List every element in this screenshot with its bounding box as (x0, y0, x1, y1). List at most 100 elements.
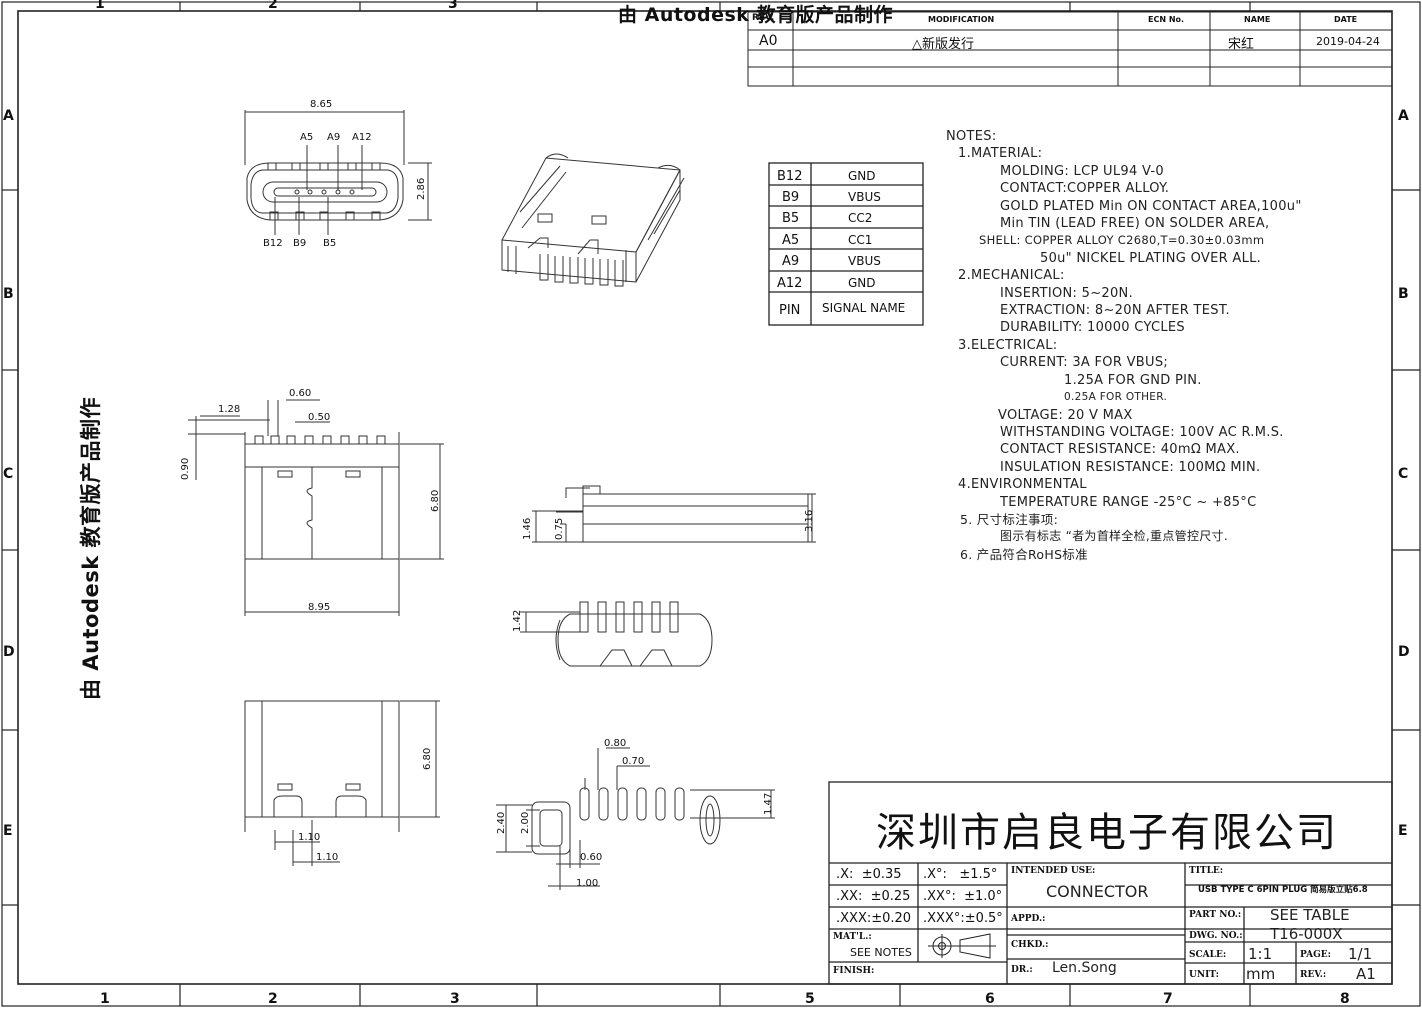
rev-label: REV.: (1300, 970, 1327, 980)
pin-label-b5: B5 (323, 238, 336, 249)
pin-label-a9: A9 (327, 132, 340, 143)
zone-row-c-right: C (1398, 466, 1408, 482)
notes-current-other: 0.25A FOR OTHER. (1064, 391, 1168, 404)
zone-col-2-bottom: 2 (268, 991, 278, 1007)
rev-row-1-name: 宋红 (1228, 37, 1255, 52)
notes-insertion: INSERTION: 5~20N. (1000, 285, 1134, 301)
side-view (532, 485, 816, 543)
pin-row-1-pin: B12 (777, 169, 802, 184)
zone-col-3-top: 3 (448, 0, 458, 12)
tol-row-3-av: ±0.20 (871, 911, 912, 926)
dim-top-895: 8.95 (308, 602, 330, 613)
notes-temperature: TEMPERATURE RANGE -25°C ~ +85°C (1000, 494, 1257, 510)
title-block (828, 781, 1393, 985)
tol-row-1-bv: ±1.5° (959, 867, 998, 882)
revision-table (747, 11, 1393, 87)
dim-fp-147: 1.47 (763, 793, 774, 815)
notes-extraction: EXTRACTION: 8~20N AFTER TEST. (1000, 303, 1230, 319)
pin-label-b9: B9 (293, 238, 306, 249)
dim-fp-100: 1.00 (576, 878, 598, 889)
dim-end-142: 1.42 (512, 610, 523, 632)
watermark-top: 由 Autodesk 教育版产品制作 (618, 4, 894, 26)
tol-row-1-av: ±0.35 (861, 867, 902, 882)
dwg-label: DWG. NO.: (1189, 931, 1243, 941)
rev-row-1-rev: A0 (759, 33, 778, 49)
notes-mechanical: 2.MECHANICAL: (958, 268, 1065, 284)
notes-withstanding: WITHSTANDING VOLTAGE: 100V AC R.M.S. (1000, 424, 1284, 440)
finish-label: FINISH: (833, 966, 875, 976)
notes-contact: CONTACT:COPPER ALLOY. (1000, 181, 1170, 197)
pin-row-3-signal: CC2 (848, 211, 872, 225)
notes-size-note-detail: 图示有标志 “者为首样全检,重点管控尺寸. (1000, 529, 1228, 544)
scale-value: 1:1 (1248, 945, 1273, 963)
zone-row-a-right: A (1398, 108, 1409, 124)
rev-header-modification: MODIFICATION (928, 15, 995, 24)
pin-row-5-pin: A9 (782, 254, 799, 269)
zone-col-1-top: 1 (95, 0, 105, 12)
zone-row-e-left: E (3, 823, 13, 839)
dim-top-060: 0.60 (289, 388, 311, 399)
pin-row-6-signal: GND (848, 276, 876, 290)
dim-front-width: 8.65 (310, 99, 332, 110)
pin-label-a5: A5 (300, 132, 313, 143)
rev-row-1-modification-text: 新版发行 (922, 37, 975, 52)
isometric-view (501, 153, 685, 287)
notes-material: 1.MATERIAL: (958, 146, 1043, 162)
notes-shell: SHELL: COPPER ALLOY C2680,T=0.30±0.03mm (979, 233, 1265, 248)
scale-label: SCALE: (1189, 950, 1227, 960)
top-view-dims: 1.28 0.60 0.50 0.90 6.80 8.95 (180, 388, 441, 613)
tol-row-1-linear: .X: ±0.35 (836, 867, 902, 882)
rev-header-rev: REV. (752, 13, 775, 23)
zone-labels: 1 2 3 1 2 3 5 6 7 8 A B C D E A B C D E (3, 0, 1410, 1007)
notes-title: NOTES: (946, 129, 997, 144)
notes-electrical: 3.ELECTRICAL: (958, 337, 1058, 353)
dim-side-075: 0.75 (554, 518, 565, 540)
tol-row-2-bv: ±1.0° (964, 889, 1003, 904)
title-label: TITLE: (1189, 866, 1224, 876)
matl-value: SEE NOTES (850, 946, 912, 959)
notes-voltage: VOLTAGE: 20 V MAX (998, 407, 1133, 423)
part-value: SEE TABLE (1270, 906, 1350, 924)
bottom-view (244, 700, 440, 866)
notes-size-note: 5. 尺寸标注事项: (960, 511, 1059, 527)
dim-fp-240: 2.40 (496, 812, 507, 834)
rev-row-1-date: 2019-04-24 (1316, 35, 1380, 48)
notes-insulation: INSULATION RESISTANCE: 100MΩ MIN. (1000, 459, 1261, 475)
pin-header-pin: PIN (779, 303, 800, 318)
dim-side-316: 3.16 (804, 510, 815, 532)
dr-value: Len.Song (1052, 960, 1117, 976)
notes-current: CURRENT: 3A FOR VBUS; (1000, 355, 1169, 371)
notes-current-gnd: 1.25A FOR GND PIN. (1064, 372, 1202, 388)
dim-front-height: 2.86 (416, 178, 427, 200)
zone-col-1-bottom: 1 (100, 991, 110, 1007)
dim-top-050: 0.50 (308, 412, 330, 423)
matl-label: MAT'L.: (833, 932, 872, 942)
dim-top-680: 6.80 (430, 490, 441, 512)
tol-row-2-angular: .XX°: ±1.0° (923, 889, 1002, 904)
rev-row-1-modification: △新版发行 (912, 33, 974, 52)
front-view (244, 110, 432, 235)
end-view (520, 601, 713, 667)
pin-row-1-signal: GND (848, 169, 876, 183)
pin-row-2-signal: VBUS (848, 190, 881, 204)
notes-molding: MOLDING: LCP UL94 V-0 (1000, 163, 1164, 179)
zone-col-8-bottom: 8 (1340, 991, 1350, 1007)
pin-row-5-signal: VBUS (848, 254, 881, 268)
notes-environmental: 4.ENVIRONMENTAL (958, 477, 1087, 493)
pin-label-b12: B12 (263, 238, 283, 249)
dim-bottom-110b: 1.10 (316, 852, 338, 863)
top-view (188, 399, 444, 616)
notes-tin: Min TIN (LEAD FREE) ON SOLDER AREA, (1000, 216, 1270, 232)
projection-symbol-icon (928, 933, 996, 959)
notes-durability: DURABILITY: 10000 CYCLES (1000, 320, 1185, 336)
notes-block: NOTES: 1.MATERIAL: MOLDING: LCP UL94 V-0… (946, 128, 1386, 563)
side-view-dims: 1.46 0.75 3.16 (522, 510, 815, 540)
bottom-view-dims: 6.80 1.10 1.10 (298, 748, 433, 863)
zone-row-c-left: C (3, 466, 13, 482)
title-value: USB TYPE C 6PIN PLUG 简易版立贴6.8 (1198, 885, 1368, 895)
tol-row-2-av: ±0.25 (870, 889, 911, 904)
zone-col-3-bottom: 3 (450, 991, 460, 1007)
unit-label: UNIT: (1189, 970, 1219, 980)
dim-fp-200: 2.00 (520, 812, 531, 834)
